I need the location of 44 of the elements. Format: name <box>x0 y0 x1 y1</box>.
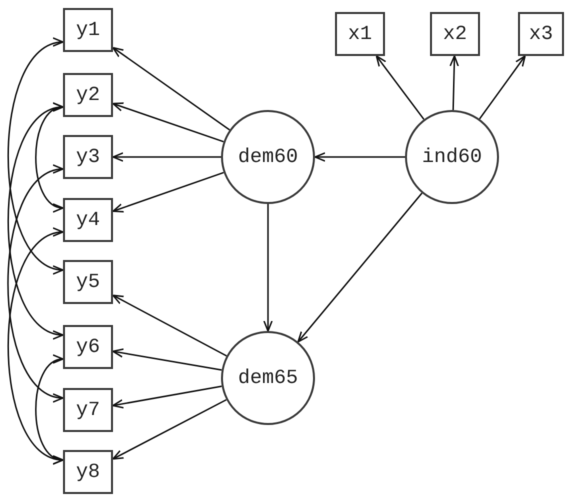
variable-label: y7 <box>76 398 100 422</box>
variable-label: x2 <box>442 22 467 46</box>
observed-variable-box <box>63 450 113 494</box>
observed-variable-box <box>63 198 113 242</box>
observed-variable-box <box>63 260 113 304</box>
variable-label: x1 <box>348 22 372 46</box>
arrow <box>112 385 222 408</box>
observed-variable-box <box>63 325 113 369</box>
arrow <box>8 40 64 272</box>
observed-variable-box <box>63 135 113 179</box>
arrow <box>314 152 405 162</box>
arrow <box>112 46 230 131</box>
variable-label: dem65 <box>238 366 298 390</box>
arrow <box>112 152 221 162</box>
variable-label: ind60 <box>422 146 482 168</box>
arrow <box>263 204 273 332</box>
observed-variable-box <box>63 388 113 432</box>
observed-variable-box <box>430 12 480 56</box>
arrow <box>478 55 526 120</box>
observed-variable-box <box>63 73 113 117</box>
arrow <box>449 55 459 110</box>
arrow <box>8 230 64 462</box>
observed-variable-box <box>518 12 564 56</box>
variable-label: y1 <box>76 18 100 42</box>
variable-label: y6 <box>76 336 100 358</box>
observed-variable-box <box>335 12 385 56</box>
arrow <box>112 102 224 142</box>
arrow <box>7 166 64 400</box>
arrow <box>376 55 424 120</box>
arrow <box>297 192 422 343</box>
arrow <box>35 356 64 462</box>
variable-label: dem60 <box>238 146 298 168</box>
variable-label: y2 <box>76 84 100 106</box>
variable-label: y8 <box>76 460 100 484</box>
arrow <box>112 348 222 371</box>
variable-label: y4 <box>76 208 100 232</box>
arrow <box>112 399 227 460</box>
variable-label: y5 <box>76 270 100 294</box>
variable-label: x3 <box>528 22 553 46</box>
observed-variable-box <box>63 8 113 52</box>
arrow <box>112 172 224 212</box>
arrow <box>112 294 227 357</box>
variable-label: y3 <box>76 146 100 168</box>
arrow <box>8 104 64 338</box>
